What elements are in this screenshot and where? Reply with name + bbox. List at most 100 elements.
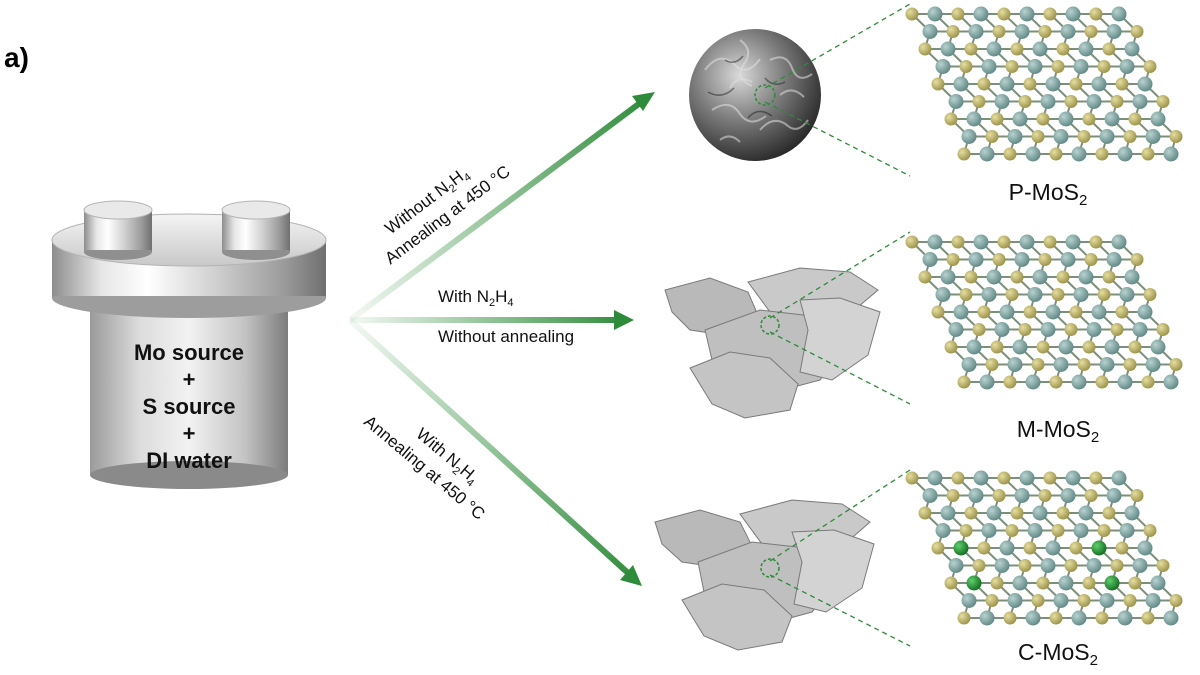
mo-atom-icon [1137,540,1153,556]
s-atom-icon [1095,147,1109,161]
s-atom-icon [1043,471,1057,485]
s-atom-icon [959,524,973,537]
mo-atom-icon [922,24,938,39]
s-atom-icon [1128,340,1142,354]
s-atom-icon [972,323,986,336]
mo-atom-icon [935,523,951,538]
mo-atom-icon [1065,6,1081,22]
s-atom-icon [997,7,1011,21]
s-atom-icon [1018,95,1032,108]
mo-atom-icon [1150,575,1166,591]
mo-atom-icon [1111,6,1127,22]
s-atom-icon [905,7,919,21]
mo-atom-icon [948,558,964,573]
mo-atom-icon [927,234,943,250]
mo-atom-icon [1045,540,1061,556]
s-atom-icon [1123,130,1137,143]
s-atom-icon [1095,375,1109,389]
mo-atom-icon [979,610,995,626]
mo-atom-icon [1132,558,1148,573]
mo-atom-icon [1073,59,1089,74]
s-atom-icon [951,235,965,249]
mo-atom-icon [1019,6,1035,22]
s-atom-icon [990,576,1004,590]
s-atom-icon [944,576,958,590]
s-atom-icon [1169,594,1183,607]
mo-atom-icon [1104,111,1120,127]
mo-atom-icon [968,24,984,39]
mo-atom-icon [961,129,977,144]
s-atom-icon [1031,594,1045,607]
mo-atom-icon [1060,24,1076,39]
s-atom-icon [964,42,978,56]
s-atom-icon [918,270,932,284]
s-atom-icon [1043,235,1057,249]
s-atom-icon [1123,358,1137,371]
mo-atom-icon [1086,322,1102,337]
mo-atom-icon [1137,304,1153,320]
product-m-sub: 2 [1091,429,1099,446]
path-middle-line1-a: With N [438,287,489,306]
s-atom-icon [1156,323,1170,336]
flakes-morphology-c-icon [654,499,875,651]
mo-atom-icon [953,304,969,320]
s-atom-icon [985,358,999,371]
s-atom-icon [1069,541,1083,555]
s-atom-icon [1089,471,1103,485]
s-atom-icon [918,506,932,520]
mo-atom-icon [968,488,984,503]
s-atom-icon [1003,375,1017,389]
s-atom-icon [1128,576,1142,590]
s-atom-icon [1095,611,1109,625]
vessel-text-line-5: DI water [146,448,232,473]
dopant-atom-icon [953,540,969,556]
s-atom-icon [959,60,973,73]
product-label-p-mos2: P-MoS2 [1009,179,1088,209]
s-atom-icon [957,375,971,389]
s-atom-icon [918,42,932,56]
s-atom-icon [1005,288,1019,301]
mo-atom-icon [1124,269,1140,285]
s-atom-icon [1143,524,1157,537]
mo-atom-icon [968,252,984,267]
mo-atom-icon [961,593,977,608]
mo-atom-icon [1086,558,1102,573]
mo-atom-icon [1145,129,1161,144]
dopant-atom-icon [966,575,982,591]
mo-atom-icon [1007,593,1023,608]
mo-atom-icon [1027,59,1043,74]
s-atom-icon [1077,130,1091,143]
mo-atom-icon [1137,76,1153,92]
arrow-top-icon [348,92,655,323]
s-atom-icon [1077,594,1091,607]
mo-atom-icon [999,76,1015,92]
s-atom-icon [1143,60,1157,73]
mo-atom-icon [1132,94,1148,109]
lid-knob-left-icon [83,200,153,260]
arrow-bottom-icon [347,317,642,586]
s-atom-icon [1005,524,1019,537]
vessel-text-line-4: + [183,421,196,446]
mo-atom-icon [986,505,1002,521]
mo-atom-icon [1163,610,1179,626]
s-atom-icon [1056,42,1070,56]
mo-atom-icon [1053,129,1069,144]
s-atom-icon [1051,60,1065,73]
mo-atom-icon [1119,287,1135,302]
mo-atom-icon [994,558,1010,573]
path-middle-line1-sub1: 2 [489,297,495,309]
s-atom-icon [1010,506,1024,520]
s-atom-icon [1110,95,1124,108]
mo-atom-icon [948,322,964,337]
mo-atom-icon [1119,523,1135,538]
s-atom-icon [1051,524,1065,537]
mo-atom-icon [1099,357,1115,372]
mo-atom-icon [994,94,1010,109]
mo-atom-icon [966,339,982,355]
mo-atom-icon [1071,146,1087,162]
s-atom-icon [977,77,991,91]
mo-atom-icon [979,146,995,162]
product-c-base: C-MoS [1018,639,1090,665]
mo-atom-icon [1060,488,1076,503]
vessel-text-line-2: + [183,367,196,392]
